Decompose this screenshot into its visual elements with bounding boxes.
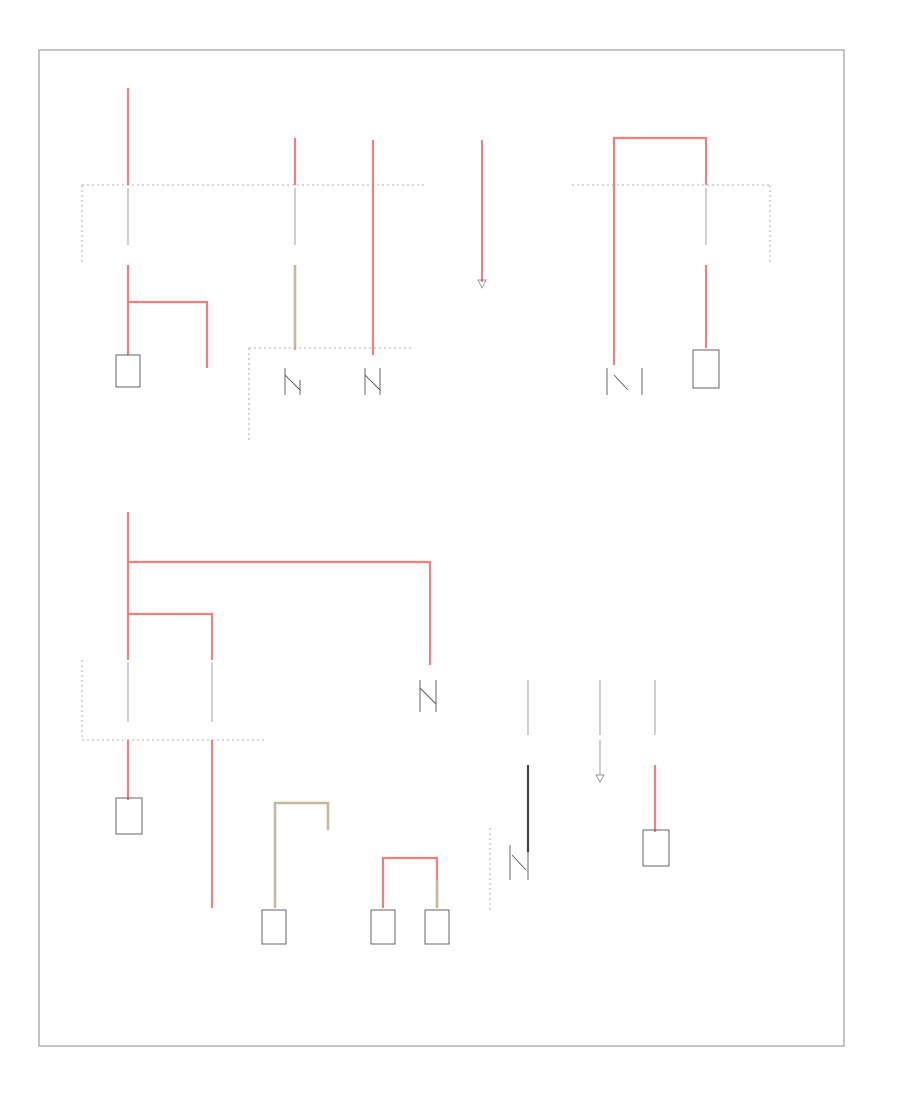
relay-block-circuit <box>248 138 487 440</box>
security-module-icon <box>115 797 143 835</box>
relay-main-icon <box>419 680 437 712</box>
ext-lamp-a-icon <box>370 909 396 945</box>
fuel-relay-icon <box>364 368 381 395</box>
horn-switch-icon <box>509 845 529 880</box>
top-right-circuit <box>572 136 771 395</box>
top-left-circuit <box>81 88 425 388</box>
instr-fuse-icon <box>692 349 720 389</box>
trailer-module-icon <box>115 354 141 388</box>
bottom-right-circuit <box>489 680 670 910</box>
bottom-left-circuit <box>81 512 450 945</box>
ground-relay-icon <box>284 368 301 395</box>
starter-relay-icon <box>606 368 643 395</box>
diagram-border <box>38 49 845 1047</box>
horn-icon <box>261 909 287 945</box>
ext-lamp-b-icon <box>424 909 450 945</box>
blower-module-icon <box>642 829 670 867</box>
